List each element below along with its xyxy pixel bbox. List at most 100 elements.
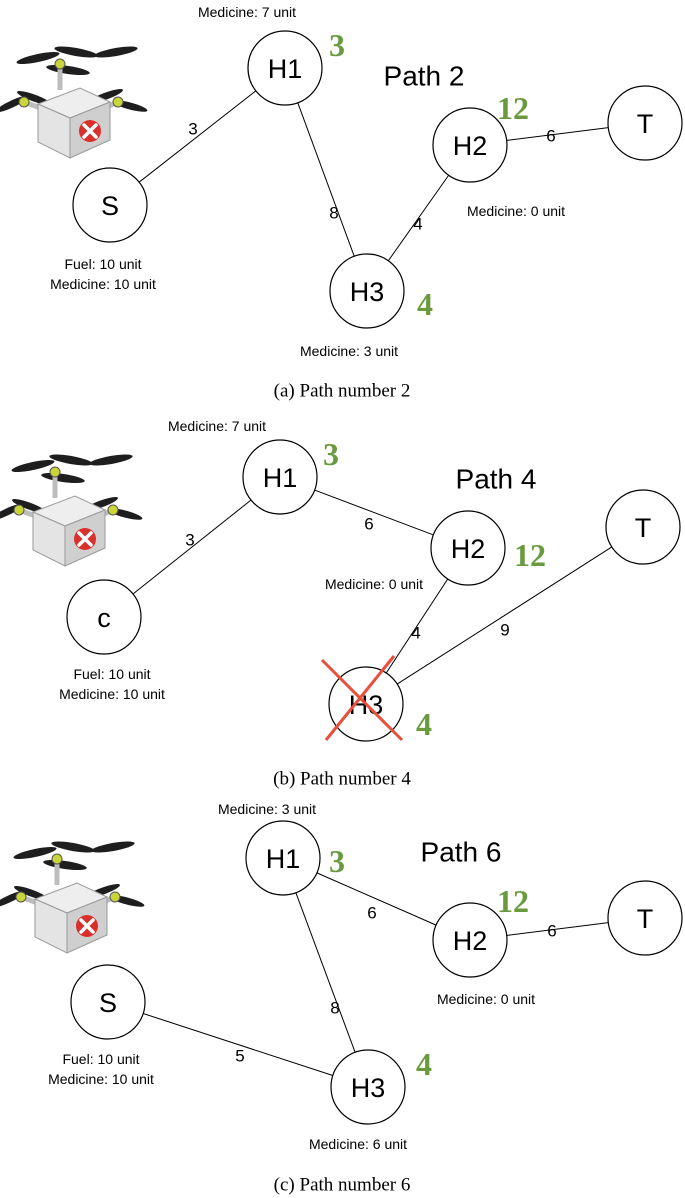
node-info-text: Medicine: 7 unit (168, 418, 266, 434)
node-t: T (607, 85, 683, 161)
node-info-text: Medicine: 3 unit (218, 801, 316, 817)
edge-weight-label: 8 (329, 204, 338, 223)
node-label: T (635, 513, 652, 543)
node-info-text: Medicine: 0 unit (325, 576, 423, 592)
node-circle (72, 167, 148, 243)
node-label: H1 (266, 844, 301, 874)
node-circle (607, 85, 683, 161)
edge-weight-label: 5 (235, 1047, 244, 1066)
edge-h2-t (506, 922, 609, 936)
delivery-drone-icon (0, 839, 145, 953)
node-info-text: Medicine: 0 unit (437, 991, 535, 1007)
node-info-text: Fuel: 10 unit (62, 1051, 139, 1067)
node-info-text: Medicine: 3 unit (300, 343, 398, 359)
edge-weight-label: 6 (364, 515, 373, 534)
node-label: T (637, 904, 654, 934)
node-label: H2 (453, 131, 488, 161)
edge-h3-h1 (295, 892, 356, 1053)
priority-number: 3 (323, 436, 339, 472)
node-circle (605, 489, 681, 565)
priority-number: 4 (417, 286, 433, 322)
node-info-text: Medicine: 10 unit (48, 1071, 154, 1087)
delivery-drone-icon (0, 452, 143, 566)
edge-h1-h2 (314, 489, 434, 536)
delivery-drone-icon (0, 44, 148, 158)
node-info-text: Medicine: 0 unit (467, 203, 565, 219)
node-h1: H1 Medicine: 7 unit 3 (168, 418, 339, 515)
node-label: H1 (263, 463, 298, 493)
node-h1: H1 Medicine: 7 unit 3 (198, 4, 345, 106)
path-title: Path 4 (456, 464, 537, 495)
node-circle (242, 439, 318, 515)
node-circle (330, 1049, 406, 1125)
edge-h3-t (396, 546, 613, 685)
node-info-text: Medicine: 6 unit (309, 1136, 407, 1152)
edge-weight-label: 3 (188, 120, 197, 139)
node-label: S (99, 988, 117, 1018)
node-circle (70, 964, 146, 1040)
path-title: Path 6 (421, 837, 502, 868)
node-label: T (637, 109, 654, 139)
edge-h2-t (506, 127, 609, 141)
edge-weight-label: 9 (500, 621, 509, 640)
node-info-text: Medicine: 10 unit (50, 276, 156, 292)
node-circle (430, 510, 506, 586)
edge-h1-h2 (316, 872, 437, 926)
panel-caption: (c) Path number 6 (274, 1175, 411, 1196)
node-t: T (607, 880, 683, 956)
edge-weight-label: 3 (185, 531, 194, 550)
node-label: c (97, 603, 111, 633)
node-label: H3 (351, 1073, 386, 1103)
node-circle (247, 30, 323, 106)
priority-number: 3 (329, 843, 345, 879)
edge-weight-label: 6 (546, 127, 555, 146)
panel-caption: (a) Path number 2 (274, 381, 411, 402)
node-label: H1 (268, 54, 303, 84)
edge-weight-label: 6 (367, 904, 376, 923)
node-circle (66, 579, 142, 655)
node-info-text: Fuel: 10 unit (73, 666, 150, 682)
node-circle (432, 902, 508, 978)
edge-h3-h2 (387, 174, 450, 262)
node-circle (245, 820, 321, 896)
node-label: H2 (453, 926, 488, 956)
path-title: Path 2 (384, 61, 465, 92)
node-info-text: Medicine: 7 unit (198, 4, 296, 20)
priority-number: 4 (416, 1046, 432, 1082)
node-t: T (605, 489, 681, 565)
priority-number: 12 (514, 537, 546, 573)
edge-weight-label: 4 (411, 624, 420, 643)
node-circle (432, 107, 508, 183)
edge-s-h1 (138, 90, 257, 183)
priority-number: 12 (497, 90, 529, 126)
node-h1: H1 Medicine: 3 unit 3 (218, 801, 345, 896)
edge-h2-h3 (385, 578, 449, 674)
panel-caption: (b) Path number 4 (273, 769, 411, 790)
priority-number: 4 (416, 706, 432, 742)
edge-s-h3 (143, 1013, 333, 1076)
crossed-out-mark (320, 655, 404, 742)
edge-weight-label: 8 (330, 999, 339, 1018)
edge-weight-label: 4 (413, 215, 422, 234)
node-h3: H34 (320, 655, 432, 742)
priority-number: 12 (497, 883, 529, 919)
priority-number: 3 (329, 27, 345, 63)
edge-h1-h3 (297, 102, 355, 257)
edge-c-h1 (132, 499, 252, 595)
node-circle (329, 253, 405, 329)
node-info-text: Fuel: 10 unit (64, 256, 141, 272)
node-label: S (101, 191, 119, 221)
edge-weight-label: 6 (547, 922, 556, 941)
